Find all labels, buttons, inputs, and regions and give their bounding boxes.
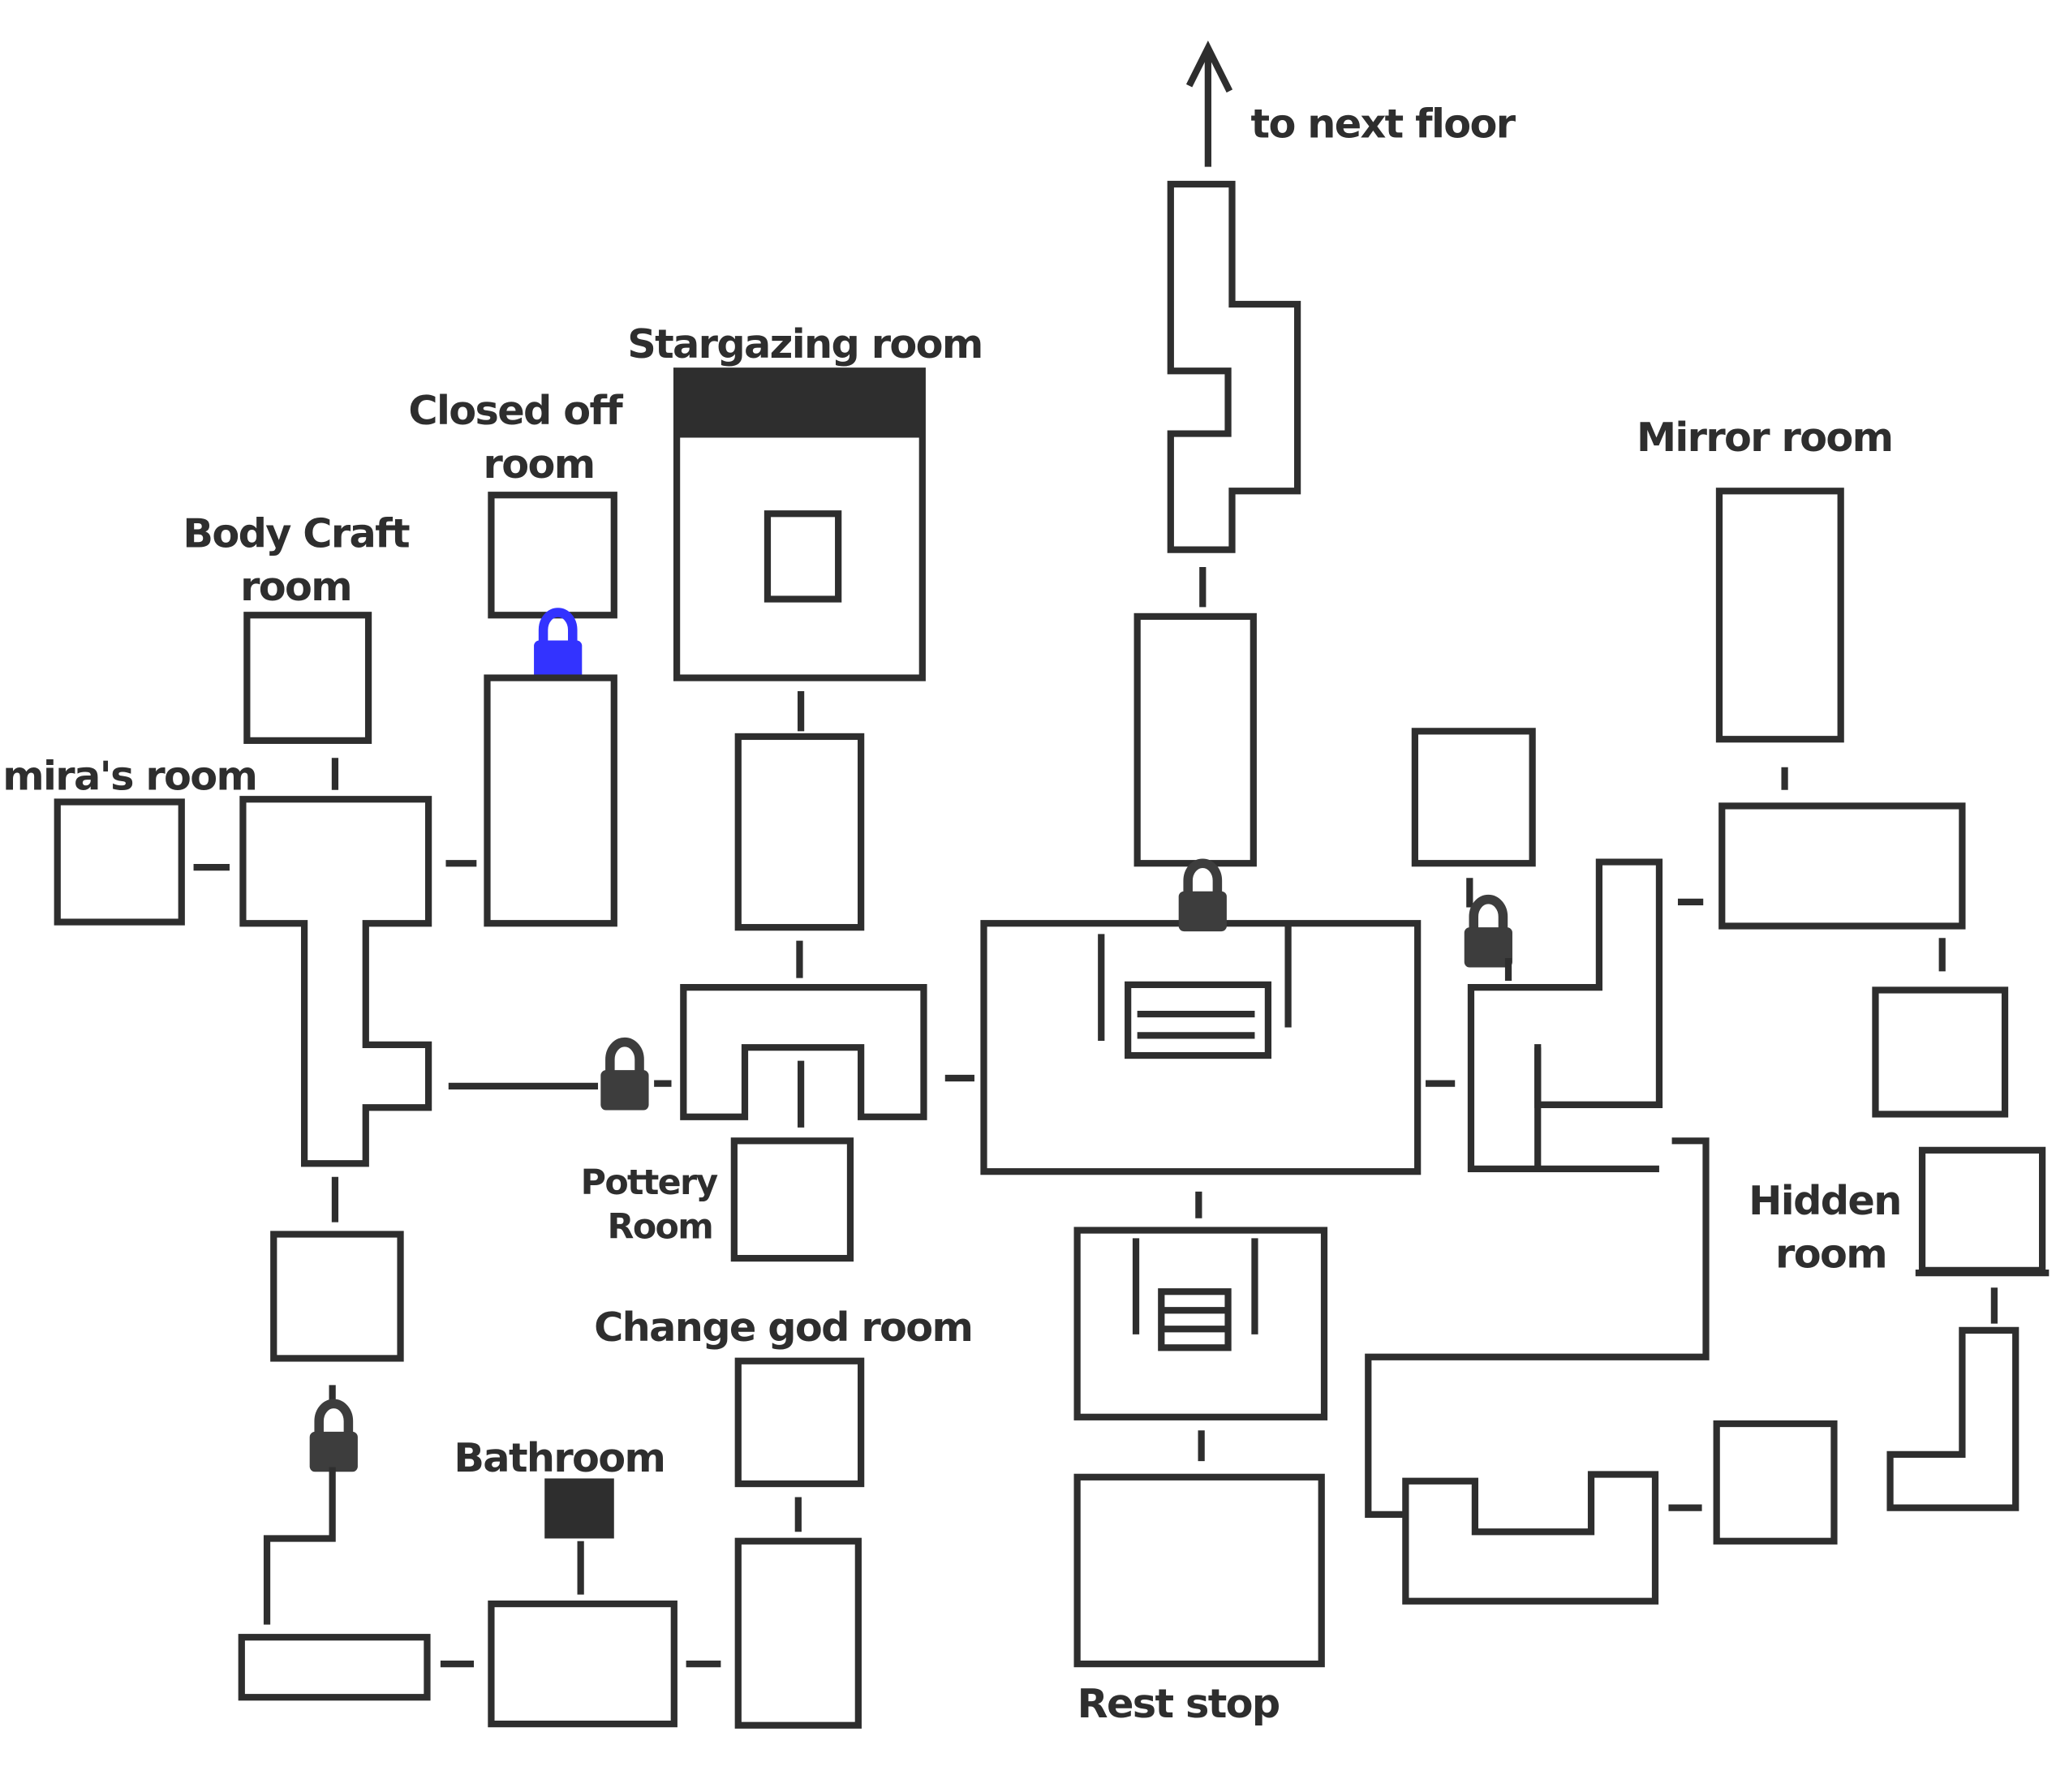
shelf (1158, 1288, 1232, 1352)
mirror-room-label: Mirror room (1637, 414, 1892, 461)
room-mirror[interactable]: Mirror room (1637, 414, 1894, 743)
west-corridor[interactable] (239, 796, 432, 1167)
lock-icon[interactable] (600, 1042, 648, 1111)
bathroom-label: Bathroom (454, 1434, 665, 1481)
room-hidden[interactable]: Hidden room (1749, 1146, 2050, 1278)
southeast-hall[interactable] (1402, 1471, 1659, 1605)
telescope (764, 510, 842, 603)
room-bathroom[interactable]: Bathroom (454, 1434, 666, 1539)
south-hall-center[interactable] (488, 1600, 677, 1728)
hidden-room-label-1: Hidden (1749, 1177, 1901, 1224)
lock-icon[interactable] (310, 1403, 358, 1472)
room-pottery[interactable]: Pottery Room (581, 1137, 854, 1262)
room-miras[interactable]: mira's room (2, 753, 258, 926)
lock-icon[interactable] (534, 612, 582, 681)
hidden-room-label-2: room (1775, 1231, 1886, 1278)
closed-off-label-1: Closed off (408, 387, 623, 434)
south-central-room[interactable] (1073, 1227, 1328, 1420)
arrow-up-icon (1185, 41, 1233, 167)
central-hall[interactable] (980, 920, 1422, 1175)
room-rest-stop[interactable]: Rest stop (1073, 1473, 1325, 1727)
pottery-label-1: Pottery (581, 1162, 719, 1203)
room-change-god[interactable]: Change god room (594, 1304, 974, 1488)
exit-label: to next floor (1251, 100, 1516, 147)
lock-icon[interactable] (1179, 863, 1227, 931)
east-small-room[interactable] (1411, 728, 1536, 867)
pottery-hall[interactable] (680, 984, 927, 1120)
miras-room-label: mira's room (2, 753, 256, 800)
mirror-antechamber[interactable] (1718, 802, 1966, 930)
south-hall-west[interactable] (238, 1634, 431, 1701)
body-craft-label-2: room (240, 563, 351, 610)
east-room-south[interactable] (1872, 986, 2009, 1118)
exit-to-next-floor[interactable]: to next floor (1185, 41, 1517, 167)
pottery-label-2: Room (608, 1206, 713, 1247)
rest-stop-label: Rest stop (1078, 1680, 1280, 1727)
hidden-corridor[interactable] (1886, 1326, 2020, 1511)
stargazing-room-label: Stargazing room (627, 320, 982, 367)
change-god-label: Change god room (594, 1304, 972, 1351)
central-desk (1125, 981, 1272, 1059)
southeast-room[interactable] (1713, 1420, 1838, 1545)
room-stargazing[interactable]: Stargazing room (627, 320, 983, 681)
body-craft-label-1: Body Craft (183, 509, 410, 557)
closed-off-hall[interactable] (484, 674, 617, 927)
north-tower[interactable] (1133, 180, 1301, 867)
stargazing-antechamber[interactable] (734, 733, 865, 931)
southeast-corridor[interactable] (1365, 1137, 1710, 1518)
stargazing-window (673, 367, 926, 438)
lock-icon[interactable] (1465, 900, 1512, 968)
west-room-south[interactable] (270, 1231, 404, 1362)
southwest-corridor[interactable] (263, 1467, 336, 1625)
room-closed-off[interactable]: Closed off room (408, 387, 625, 619)
south-hall-east[interactable] (734, 1537, 862, 1729)
closed-off-label-2: room (484, 440, 595, 488)
room-body-craft[interactable]: Body Craft room (183, 509, 411, 744)
